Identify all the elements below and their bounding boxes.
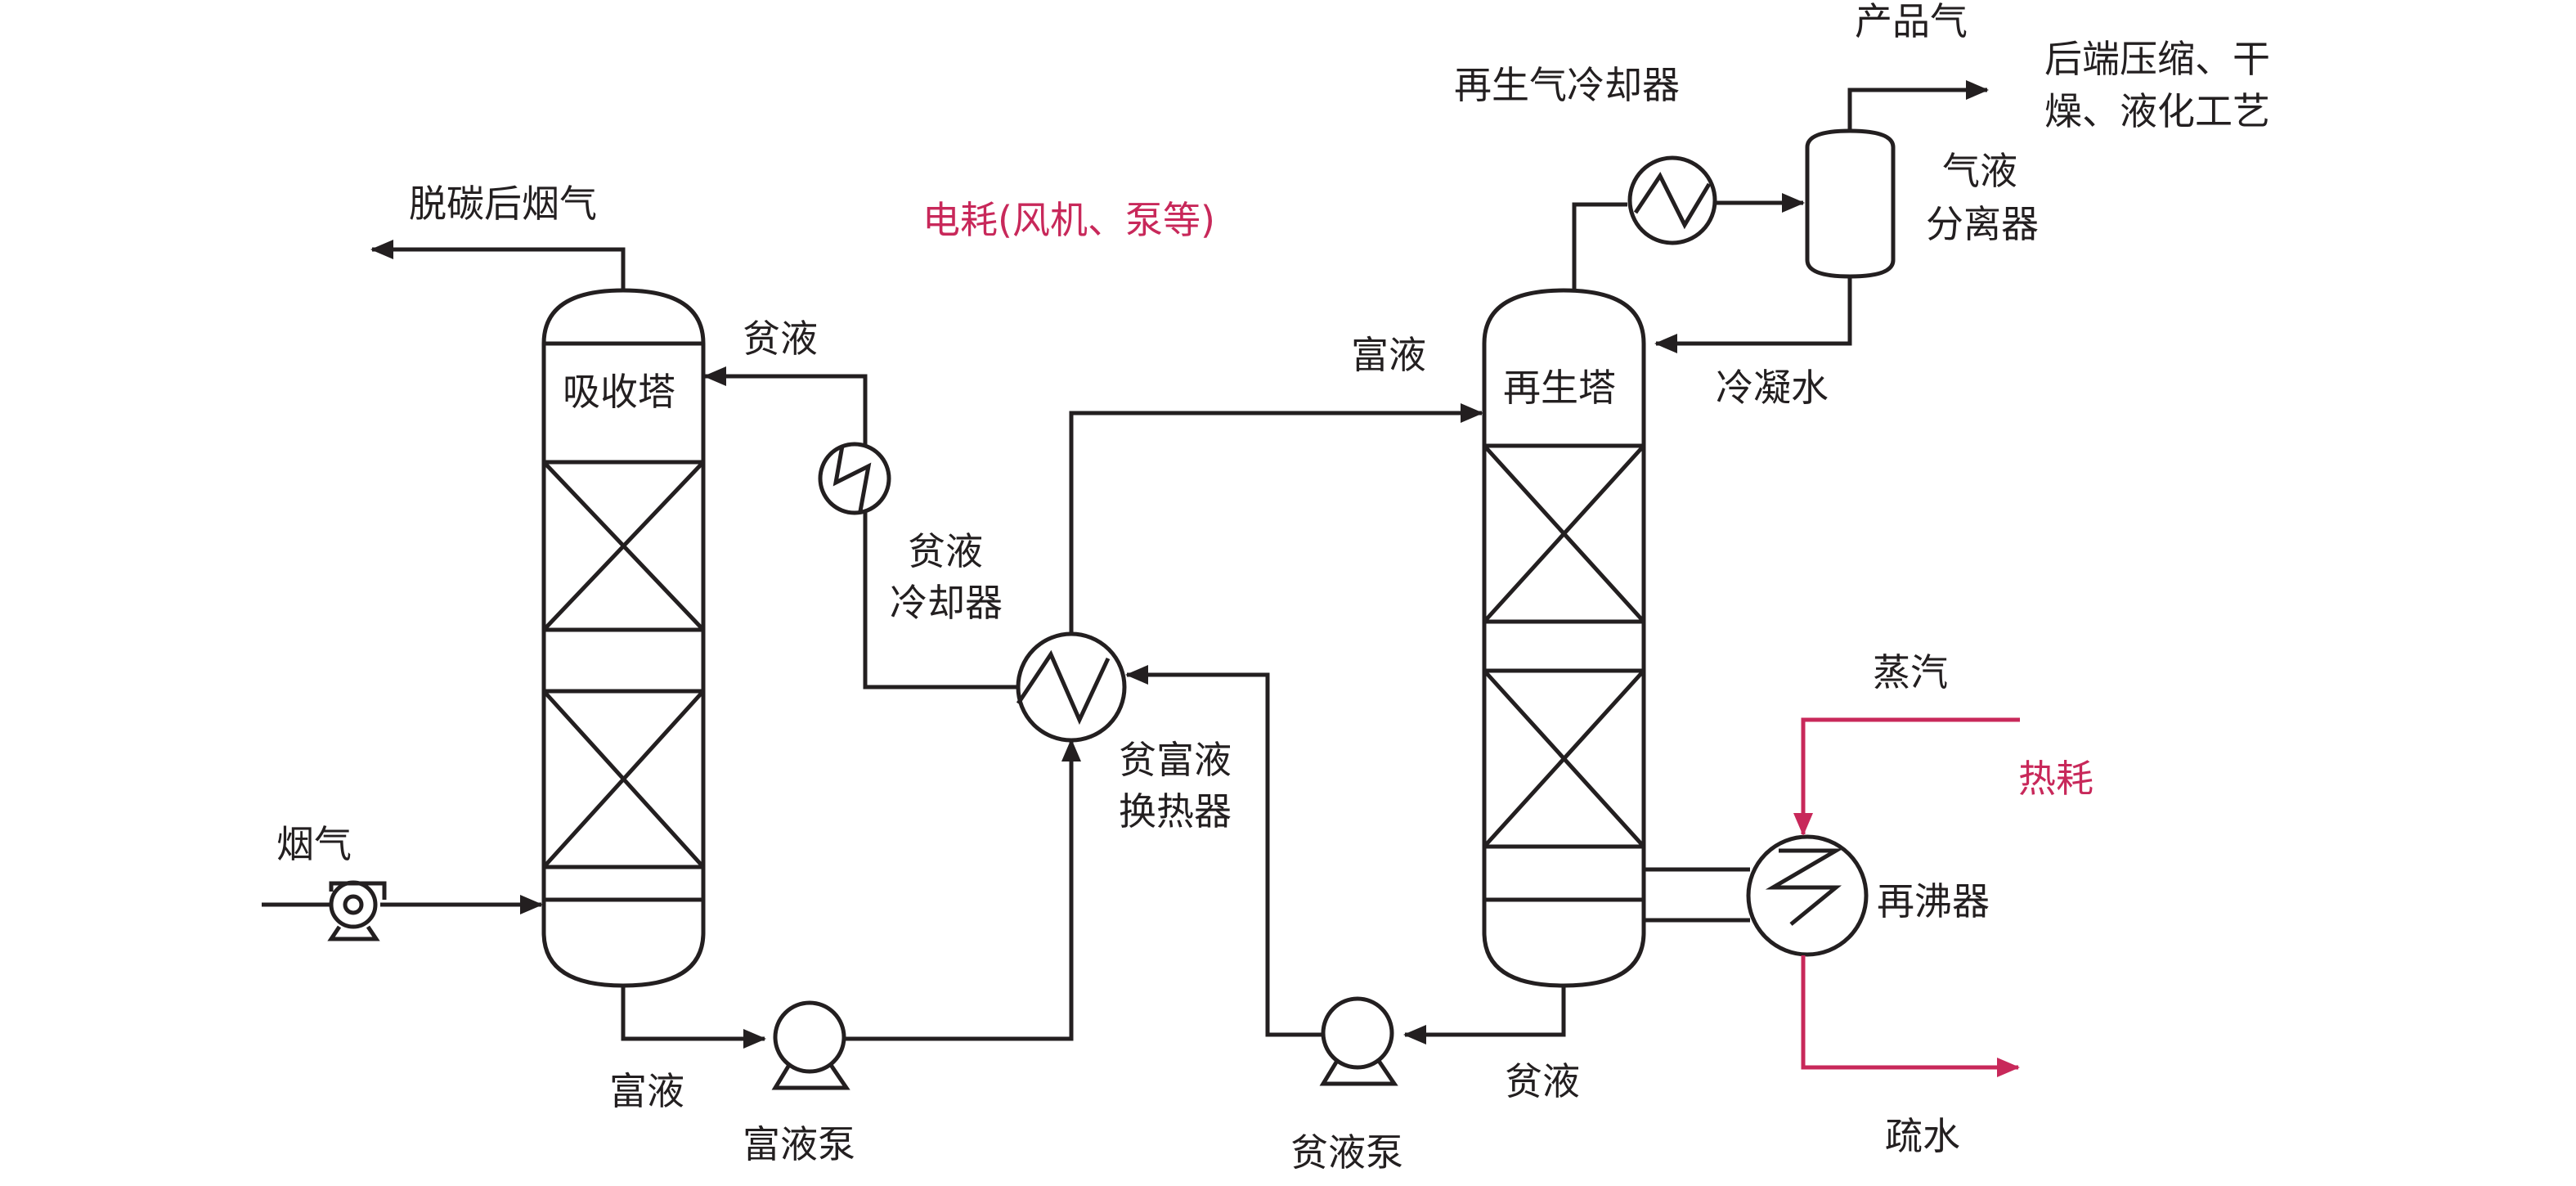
regenerator-packing-lower	[1482, 668, 1646, 849]
regen-gas-cooler	[1627, 155, 1717, 245]
absorber-packing-lower	[541, 689, 706, 869]
regenerator-packing-upper	[1482, 443, 1646, 624]
label-flue-gas-after: 脱碳后烟气	[409, 182, 597, 226]
lean-pump	[1319, 996, 1398, 1086]
lean-rich-heat-exchanger	[1016, 631, 1127, 743]
absorber-tower	[541, 288, 706, 988]
label-product-gas: 产品气	[1855, 0, 1968, 43]
label-reboiler: 再沸器	[1877, 879, 1990, 923]
label-hx-1: 贫富液	[1119, 738, 1232, 782]
regenerator-tower	[1482, 288, 1646, 988]
label-hx-2: 换热器	[1119, 789, 1232, 833]
label-condensate: 冷凝水	[1716, 366, 1829, 410]
condensate-return-line	[1654, 276, 1852, 353]
label-absorber: 吸收塔	[563, 370, 675, 414]
rich-liquid-line-1	[621, 986, 766, 1049]
label-regenerator: 再生塔	[1503, 366, 1616, 410]
lean-liquid-line-1	[1403, 986, 1566, 1044]
drain-line	[1801, 955, 2020, 1077]
lean-cooler	[818, 442, 891, 515]
rich-liquid-to-regenerator	[1069, 403, 1483, 634]
label-lean-pump: 贫液泵	[1290, 1130, 1403, 1175]
label-rich-pump: 富液泵	[743, 1122, 855, 1166]
gas-liquid-separator	[1805, 128, 1896, 279]
label-regen-gas-cooler: 再生气冷却器	[1454, 63, 1680, 107]
lean-liquid-to-absorber	[703, 366, 868, 446]
rich-pump	[771, 1000, 850, 1090]
absorber-packing-upper	[541, 460, 706, 632]
steam-line	[1793, 717, 2020, 836]
lean-liquid-line-2	[1125, 665, 1323, 1037]
label-flue-gas: 烟气	[276, 822, 352, 866]
label-drain: 疏水	[1885, 1114, 1960, 1158]
label-lean-bottom: 贫液	[1505, 1059, 1580, 1103]
label-steam: 蒸汽	[1873, 650, 1948, 694]
label-backend-2: 燥、液化工艺	[2044, 89, 2270, 133]
rich-liquid-line-2	[844, 739, 1081, 1041]
flue-gas-fan	[262, 880, 543, 941]
label-lean-cooler-2: 冷却器	[890, 581, 1003, 625]
product-gas-line	[1847, 80, 1989, 131]
label-lean-top: 贫液	[743, 317, 818, 361]
regen-gas-line	[1572, 202, 1627, 290]
label-backend-1: 后端压缩、干	[2044, 37, 2270, 81]
label-electricity: 电耗(风机、泵等)	[922, 198, 1215, 242]
label-rich-bottom: 富液	[609, 1069, 684, 1113]
treated-flue-gas-line	[370, 240, 626, 290]
label-separator-2: 分离器	[1926, 202, 2039, 246]
reboiler	[1644, 834, 1869, 957]
label-rich-top: 富液	[1351, 333, 1426, 377]
label-separator-1: 气液	[1942, 149, 2017, 193]
label-heat: 热耗	[2018, 757, 2094, 801]
lean-hx-to-cooler	[863, 511, 1018, 690]
label-lean-cooler-1: 贫液	[908, 529, 983, 573]
